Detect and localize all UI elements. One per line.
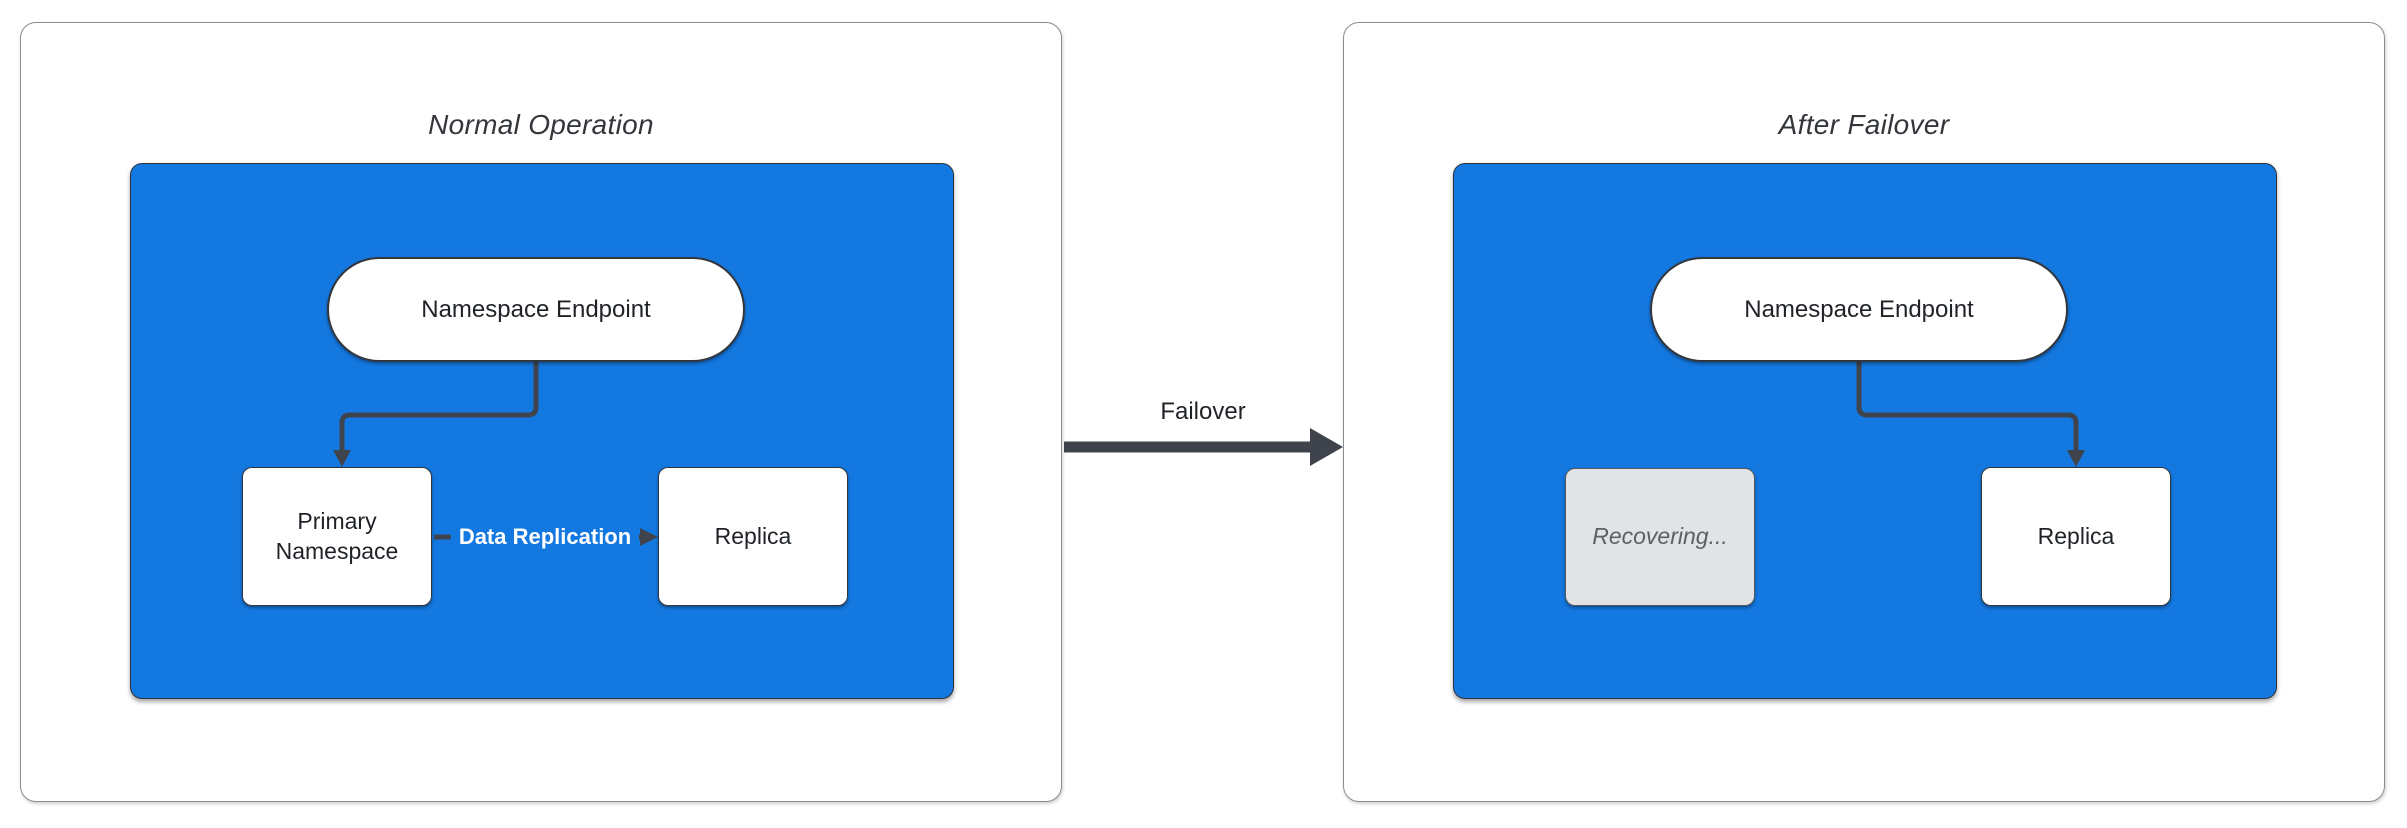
node-replica-failover: Replica	[1981, 467, 2171, 606]
replication-arrowhead	[640, 528, 658, 546]
connector-layer-failover	[1856, 362, 2085, 467]
failover-transition: Failover	[1062, 390, 1344, 470]
panel-title-normal-operation: Normal Operation	[428, 109, 654, 140]
panel-normal-operation: Normal Operation Namespace Endpoint Prim…	[20, 22, 1062, 802]
namespace-container-normal: Namespace Endpoint Primary Namespace Rep…	[130, 163, 954, 699]
endpoint-to-primary-arrowhead	[333, 450, 351, 467]
node-label: Recovering...	[1592, 523, 1728, 550]
endpoint-to-replica-arrowhead	[2067, 450, 2085, 467]
panel-title-after-failover: After Failover	[1778, 109, 1950, 140]
node-replica-normal: Replica	[658, 467, 848, 606]
node-namespace-endpoint-normal: Namespace Endpoint	[327, 257, 745, 362]
endpoint-to-primary-connector	[339, 362, 539, 451]
node-label: Primary Namespace	[275, 507, 399, 564]
failover-edge-label: Failover	[1160, 398, 1246, 425]
connector-layer-normal	[333, 362, 658, 546]
endpoint-to-replica-connector	[1856, 362, 2079, 451]
node-label: Replica	[714, 522, 792, 549]
node-namespace-endpoint-failover: Namespace Endpoint	[1650, 257, 2068, 362]
node-recovering: Recovering...	[1565, 468, 1755, 606]
replication-edge-label: Data Replication	[450, 522, 640, 552]
panel-after-failover: After Failover Namespace Endpoint Recove…	[1343, 22, 2385, 802]
node-label: Namespace Endpoint	[421, 295, 651, 323]
node-label: Namespace Endpoint	[1744, 295, 1974, 323]
namespace-container-failover: Namespace Endpoint Recovering... Replica	[1453, 163, 2277, 699]
node-label: Replica	[2037, 522, 2115, 549]
node-primary-namespace: Primary Namespace	[242, 467, 432, 606]
failover-arrow	[1064, 428, 1343, 466]
